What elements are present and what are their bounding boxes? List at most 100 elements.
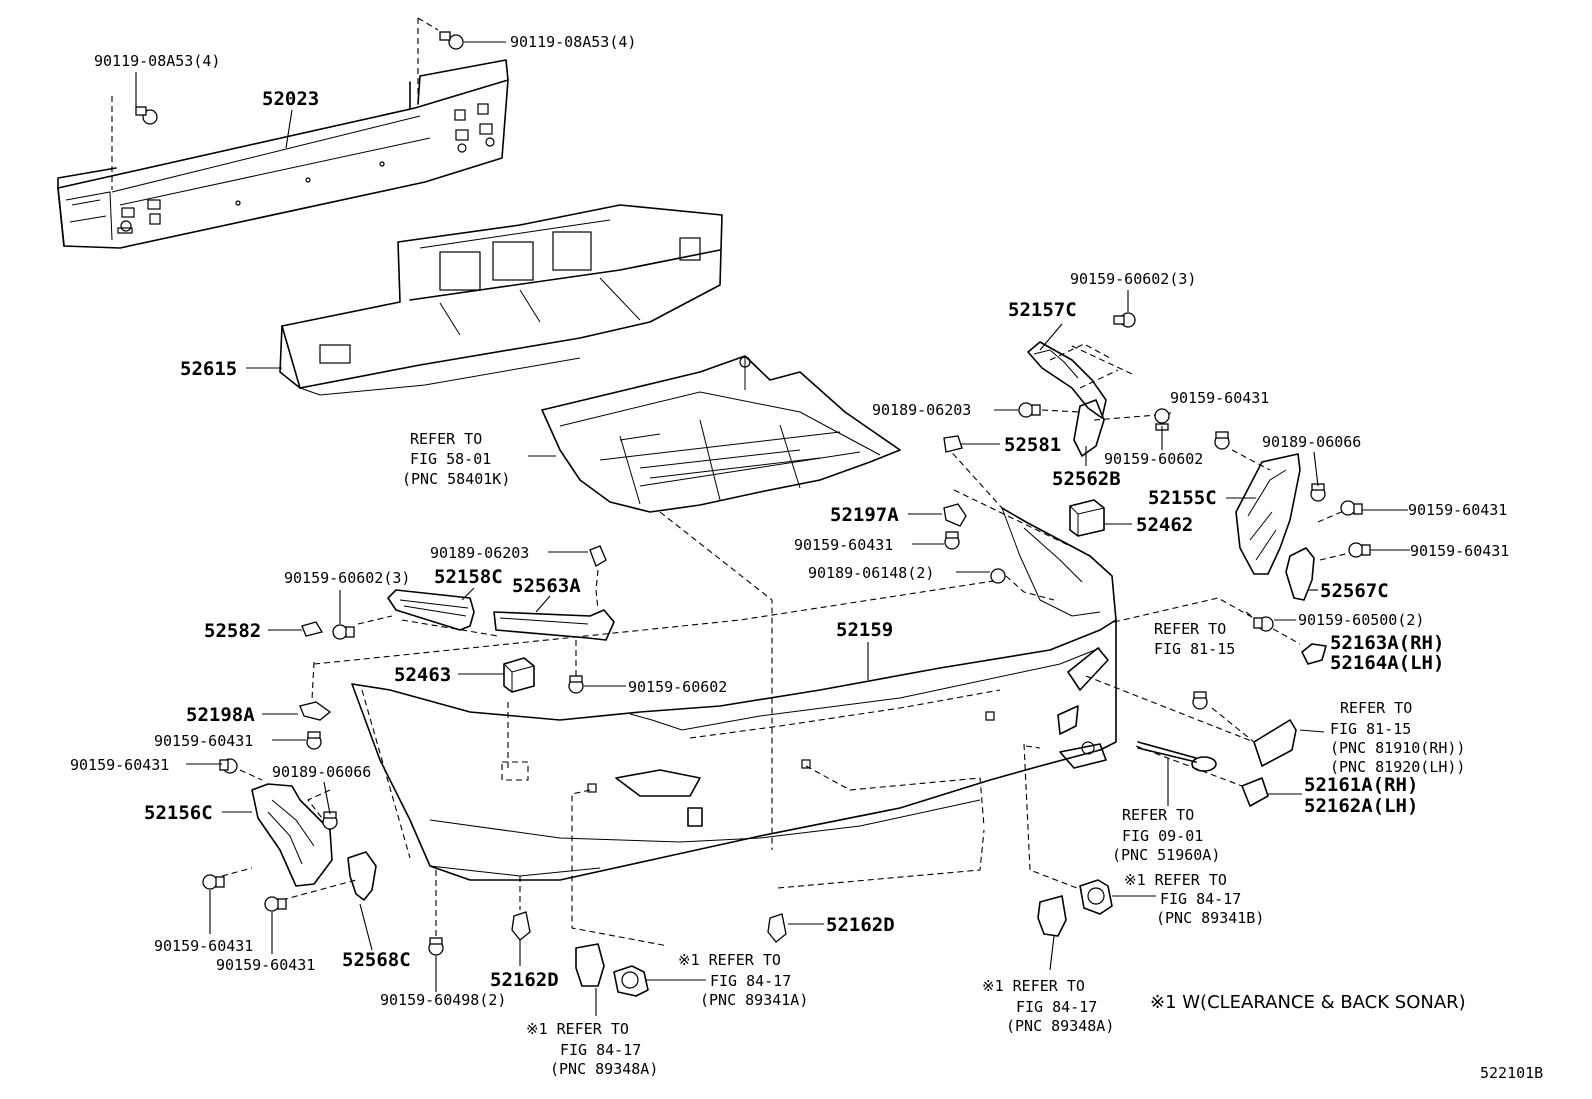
label-90119-08a53-left[interactable]: 90119-08A53(4) bbox=[94, 52, 220, 70]
ref-note-fig-84-17-89348a-right[interactable]: ※1 REFER TO FIG 84-17 (PNC 89348A) bbox=[982, 977, 1114, 1035]
label-90159-60431-l2[interactable]: 90159-60431 bbox=[70, 756, 169, 774]
ref-note-fig-09-01[interactable]: REFER TO FIG 09-01 (PNC 51960A) bbox=[1112, 806, 1220, 864]
bumper-absorber-52615[interactable] bbox=[279, 204, 723, 396]
label-52615[interactable]: 52615 bbox=[180, 358, 237, 380]
bracket-52563a[interactable] bbox=[357, 609, 615, 641]
bumper-reinforcement-52023[interactable] bbox=[57, 17, 509, 249]
label-90189-06066-left[interactable]: 90189-06066 bbox=[272, 763, 371, 781]
svg-text:REFER TO: REFER TO bbox=[1340, 699, 1412, 717]
svg-text:※1 REFER TO: ※1 REFER TO bbox=[1124, 871, 1227, 889]
label-90159-60431-l3[interactable]: 90159-60431 bbox=[154, 937, 253, 955]
lower-retainer-52567c[interactable] bbox=[1285, 547, 1315, 601]
label-90159-60431-r2[interactable]: 90159-60431 bbox=[1408, 501, 1507, 519]
label-52197a[interactable]: 52197A bbox=[830, 504, 899, 526]
label-52162d-center[interactable]: 52162D bbox=[826, 914, 895, 936]
pad-52463[interactable] bbox=[503, 657, 535, 693]
sonar-sensor-89341a[interactable] bbox=[613, 965, 649, 997]
svg-text:(PNC 89341B): (PNC 89341B) bbox=[1156, 909, 1264, 927]
ref-note-fig-84-17-89341b[interactable]: ※1 REFER TO FIG 84-17 (PNC 89341B) bbox=[1124, 871, 1264, 927]
label-52156c[interactable]: 52156C bbox=[144, 802, 213, 824]
label-52157c[interactable]: 52157C bbox=[1008, 299, 1077, 321]
side-retainer-52155c[interactable] bbox=[1231, 449, 1301, 575]
label-52162d-left[interactable]: 52162D bbox=[490, 969, 559, 991]
under-cover-ref-58-01[interactable] bbox=[541, 355, 901, 850]
label-90159-60431-l1[interactable]: 90159-60431 bbox=[154, 732, 253, 750]
leader-lines bbox=[135, 41, 1410, 1016]
label-52023[interactable]: 52023 bbox=[262, 88, 319, 110]
label-52463[interactable]: 52463 bbox=[394, 664, 451, 686]
clip-icon bbox=[299, 435, 967, 943]
lower-retainer-52568c[interactable] bbox=[347, 851, 377, 901]
sonar-bracket-89348a-right[interactable] bbox=[1037, 895, 1067, 937]
bumper-bracket-52157c[interactable] bbox=[1027, 341, 1133, 457]
svg-text:FIG 81-15: FIG 81-15 bbox=[1154, 640, 1235, 658]
svg-text:FIG 58-01: FIG 58-01 bbox=[410, 450, 491, 468]
towing-eye-51960a[interactable] bbox=[1137, 741, 1217, 772]
svg-text:(PNC 89348A): (PNC 89348A) bbox=[1006, 1017, 1114, 1035]
ref-note-fig-58-01[interactable]: REFER TO FIG 58-01 (PNC 58401K) bbox=[402, 430, 510, 488]
label-52161a-rh[interactable]: 52161A(RH) bbox=[1304, 774, 1418, 796]
label-52164a-lh[interactable]: 52164A(LH) bbox=[1330, 652, 1444, 674]
label-52155c[interactable]: 52155C bbox=[1148, 487, 1217, 509]
label-90159-60431-l4[interactable]: 90159-60431 bbox=[216, 956, 315, 974]
svg-text:REFER TO: REFER TO bbox=[410, 430, 482, 448]
svg-text:(PNC 81920(LH)): (PNC 81920(LH)) bbox=[1330, 758, 1465, 776]
label-52198a[interactable]: 52198A bbox=[186, 704, 255, 726]
label-52568c[interactable]: 52568C bbox=[342, 949, 411, 971]
label-52567c[interactable]: 52567C bbox=[1320, 580, 1389, 602]
svg-text:FIG 81-15: FIG 81-15 bbox=[1330, 720, 1411, 738]
label-90159-60431-r1[interactable]: 90159-60431 bbox=[1170, 389, 1269, 407]
label-52159[interactable]: 52159 bbox=[836, 619, 893, 641]
label-90119-08a53-right[interactable]: 90119-08A53(4) bbox=[510, 33, 636, 51]
svg-text:※1 REFER TO: ※1 REFER TO bbox=[526, 1020, 629, 1038]
svg-text:REFER TO: REFER TO bbox=[1154, 620, 1226, 638]
svg-text:FIG 09-01: FIG 09-01 bbox=[1122, 827, 1203, 845]
legend-note: ※1 W(CLEARANCE & BACK SONAR) bbox=[1150, 992, 1466, 1013]
svg-text:(PNC 89348A): (PNC 89348A) bbox=[550, 1060, 658, 1078]
side-retainer-52156c[interactable] bbox=[251, 783, 333, 887]
label-90159-60602-right[interactable]: 90159-60602 bbox=[1104, 450, 1203, 468]
svg-text:(PNC 58401K): (PNC 58401K) bbox=[402, 470, 510, 488]
svg-text:(PNC 81910(RH)): (PNC 81910(RH)) bbox=[1330, 739, 1465, 757]
pad-52462[interactable] bbox=[1069, 499, 1105, 537]
label-90159-60500-2[interactable]: 90159-60500(2) bbox=[1298, 611, 1424, 629]
label-52162a-lh[interactable]: 52162A(LH) bbox=[1304, 795, 1418, 817]
ref-note-fig-81-15-b[interactable]: REFER TO FIG 81-15 (PNC 81910(RH)) (PNC … bbox=[1330, 699, 1465, 776]
label-90189-06066-right[interactable]: 90189-06066 bbox=[1262, 433, 1361, 451]
svg-text:FIG 84-17: FIG 84-17 bbox=[560, 1041, 641, 1059]
svg-text:(PNC 89341A): (PNC 89341A) bbox=[700, 991, 808, 1009]
sonar-bracket-89348a-left[interactable] bbox=[575, 943, 605, 987]
ref-note-fig-81-15-a[interactable]: REFER TO FIG 81-15 bbox=[1154, 620, 1235, 658]
part-labels: 90119-08A53(4) 90119-08A53(4) 52023 5261… bbox=[70, 33, 1509, 1009]
svg-text:FIG 84-17: FIG 84-17 bbox=[710, 972, 791, 990]
label-90159-60431-r3[interactable]: 90159-60431 bbox=[1410, 542, 1509, 560]
figure-id: 522101B bbox=[1480, 1064, 1543, 1082]
label-90159-60602-left[interactable]: 90159-60602 bbox=[628, 678, 727, 696]
reflector-81910[interactable] bbox=[1253, 719, 1297, 767]
ref-note-fig-84-17-89341a[interactable]: ※1 REFER TO FIG 84-17 (PNC 89341A) bbox=[678, 951, 808, 1009]
ref-note-fig-84-17-89348a-left[interactable]: ※1 REFER TO FIG 84-17 (PNC 89348A) bbox=[526, 1020, 658, 1078]
label-90159-60498-2[interactable]: 90159-60498(2) bbox=[380, 991, 506, 1009]
label-52563a[interactable]: 52563A bbox=[512, 575, 581, 597]
svg-text:REFER TO: REFER TO bbox=[1122, 806, 1194, 824]
label-90189-06203-left[interactable]: 90189-06203 bbox=[430, 544, 529, 562]
svg-text:FIG 84-17: FIG 84-17 bbox=[1160, 890, 1241, 908]
label-90159-60602-3-left[interactable]: 90159-60602(3) bbox=[284, 569, 410, 587]
label-52562b[interactable]: 52562B bbox=[1052, 468, 1121, 490]
label-52163a-rh[interactable]: 52163A(RH) bbox=[1330, 632, 1444, 654]
svg-text:(PNC 51960A): (PNC 51960A) bbox=[1112, 846, 1220, 864]
label-90189-06203-right[interactable]: 90189-06203 bbox=[872, 401, 971, 419]
label-52158c[interactable]: 52158C bbox=[434, 566, 503, 588]
cap-52161a[interactable] bbox=[1241, 777, 1269, 807]
bracket-52158c[interactable] bbox=[387, 589, 475, 631]
label-90159-60602-3-top[interactable]: 90159-60602(3) bbox=[1070, 270, 1196, 288]
cap-52163a[interactable] bbox=[1301, 643, 1327, 665]
label-90159-60431-center[interactable]: 90159-60431 bbox=[794, 536, 893, 554]
label-52581[interactable]: 52581 bbox=[1004, 434, 1061, 456]
label-52582[interactable]: 52582 bbox=[204, 620, 261, 642]
sonar-sensor-89341b[interactable] bbox=[1079, 879, 1113, 915]
svg-text:※1 REFER TO: ※1 REFER TO bbox=[678, 951, 781, 969]
label-90189-06148-2[interactable]: 90189-06148(2) bbox=[808, 564, 934, 582]
label-52462[interactable]: 52462 bbox=[1136, 514, 1193, 536]
